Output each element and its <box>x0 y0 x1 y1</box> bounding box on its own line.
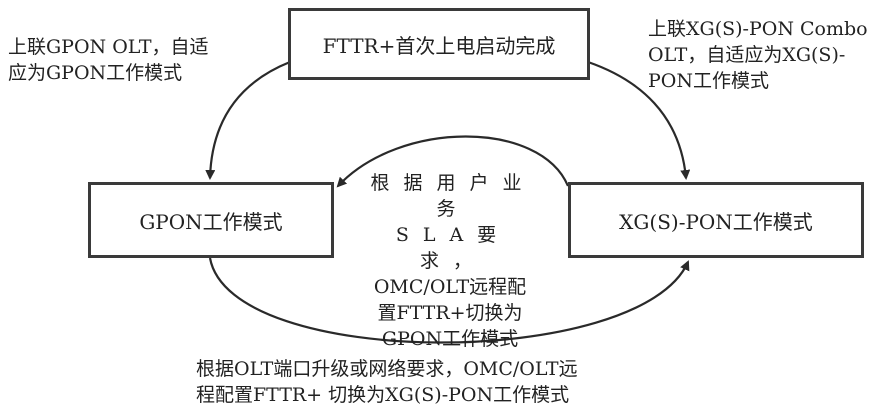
node-xgspon: XG(S)-PON工作模式 <box>568 182 864 258</box>
edge-label-start-to-gpon: 上联GPON OLT，自适 应为GPON工作模式 <box>8 34 268 86</box>
edge-label-line: SLA要求， <box>395 224 511 272</box>
node-xgspon-label: XG(S)-PON工作模式 <box>619 209 813 234</box>
arrow-xgspon-to-gpon <box>336 135 570 188</box>
edge-label-line: 程配置FTTR+ 切换为XG(S)-PON工作模式 <box>196 384 570 406</box>
node-gpon: GPON工作模式 <box>88 182 334 258</box>
edge-label-line: 上联XG(S)-PON Combo <box>648 18 868 40</box>
edge-label-line: OMC/OLT远程配 <box>373 276 527 298</box>
edge-label-line: 上联GPON OLT，自适 <box>8 36 209 58</box>
arrow-start-to-gpon <box>205 60 291 180</box>
node-start: FTTR+首次上电启动完成 <box>288 8 590 80</box>
edge-label-line: PON工作模式 <box>648 70 769 92</box>
arrow-start-to-xgspon <box>587 60 691 180</box>
edge-label-line: 根据用户业务 <box>370 172 536 220</box>
edge-label-line: 根据OLT端口升级或网络要求，OMC/OLT远 <box>196 358 578 380</box>
edge-label-gpon-to-xgspon: 根据OLT端口升级或网络要求，OMC/OLT远 程配置FTTR+ 切换为XG(S… <box>196 356 696 408</box>
edge-label-line: GPON工作模式 <box>381 328 519 350</box>
node-gpon-label: GPON工作模式 <box>139 209 283 234</box>
node-start-label: FTTR+首次上电启动完成 <box>322 33 556 58</box>
edge-label-line: OLT，自适应为XG(S)- <box>648 44 846 66</box>
arrow-gpon-to-xgspon <box>208 257 690 344</box>
edge-label-line: 应为GPON工作模式 <box>8 62 183 84</box>
edge-label-start-to-xgspon: 上联XG(S)-PON Combo OLT，自适应为XG(S)- PON工作模式 <box>648 16 888 94</box>
edge-label-xgspon-to-gpon: 根据用户业务 SLA要求， OMC/OLT远程配 置FTTR+切换为 GPON工… <box>360 170 540 352</box>
edge-label-line: 置FTTR+切换为 <box>377 302 523 324</box>
